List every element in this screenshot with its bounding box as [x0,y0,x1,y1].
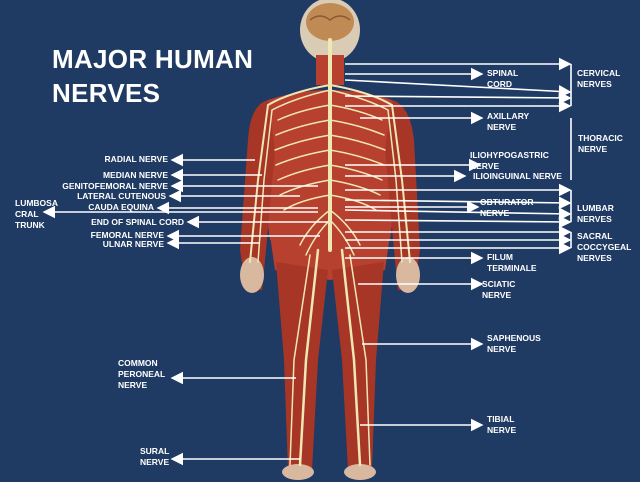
label-saphenous-nerve: SAPHENOUS NERVE [487,333,541,354]
label-radial-nerve: RADIAL NERVE [104,154,168,164]
label-thoracic-nerve: THORACIC NERVE [578,133,623,154]
label-genitofemoral-nerve: GENITOFEMORAL NERVE [62,181,168,191]
label-lumbosacral-trunk: LUMBOSA CRAL TRUNK [15,198,58,230]
label-obturator-nerve: OBTURATOR NERVE [480,197,534,218]
label-lumbar-nerves: LUMBAR NERVES [577,203,614,224]
arrow-cervical-2 [344,79,572,98]
title-line-2: NERVES [52,78,161,108]
page-title: MAJOR HUMAN NERVES [52,42,253,110]
label-sacral-coccygeal-nerves: SACRAL COCCYGEAL NERVES [577,231,632,263]
pointer-arrows [42,57,572,466]
label-axillary-nerve: AXILLARY NERVE [487,111,530,132]
label-end-of-spinal-cord: END OF SPINAL CORD [91,217,184,227]
right-foot [344,464,376,480]
arrow-lumbar-4 [344,215,572,229]
label-sciatic-nerve: SCIATIC NERVE [482,279,516,300]
label-spinal-cord: SPINAL CORD [487,68,519,89]
arrow-cervical-3 [344,91,572,105]
label-cervical-nerves: CERVICAL NERVES [577,68,621,89]
brain [306,3,354,41]
label-median-nerve: MEDIAN NERVE [102,170,168,180]
label-filum-terminale: FILUM TERMINALE [487,252,537,273]
right-hand [396,257,420,293]
label-common-peroneal-nerve: COMMON PERONEAL NERVE [118,358,166,390]
label-ulnar-nerve: ULNAR NERVE [102,239,164,249]
arrow-lumbar-2 [344,196,572,210]
title-line-1: MAJOR HUMAN [52,44,254,74]
label-femoral-nerve: FEMORAL NERVE [90,230,164,240]
left-leg [276,262,328,470]
label-tibial-nerve: TIBIAL NERVE [487,414,517,435]
left-hand [240,257,264,293]
label-cauda-equina: CAUDA EQUINA [88,202,154,212]
label-sural-nerve: SURAL NERVE [140,446,170,467]
label-ilioinguinal-nerve: ILIOINGUINAL NERVE [473,171,562,181]
arrow-lumbar-3 [344,207,572,221]
right-leg [332,262,384,470]
label-iliohypogastric-nerve: ILIOHYPOGASTRIC NERVE [470,150,549,171]
label-lateral-cutenous: LATERAL CUTENOUS [77,191,166,201]
left-foot [282,464,314,480]
